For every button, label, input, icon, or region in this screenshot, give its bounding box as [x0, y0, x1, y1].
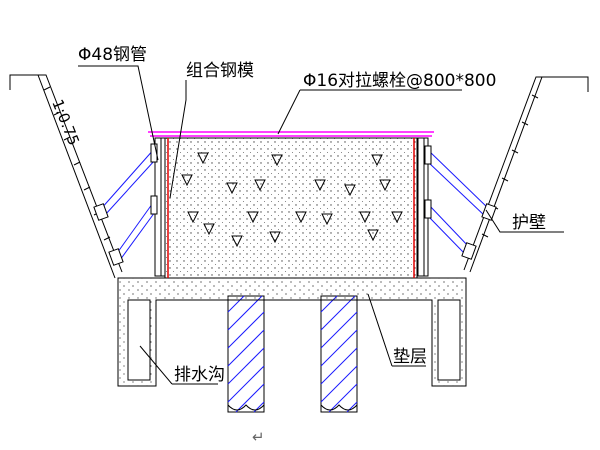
right-braces: [427, 149, 491, 255]
concrete-body: [164, 137, 418, 279]
pile-left: [227, 295, 265, 413]
left-brace-pads: [93, 143, 158, 266]
leader-lines: [78, 65, 564, 385]
drainage-ditch-right: [437, 299, 461, 381]
paragraph-mark: ↵: [252, 428, 265, 446]
concrete-aggregate: [181, 152, 403, 248]
left-braces: [99, 147, 156, 261]
retaining-wall-label: 护壁: [512, 213, 546, 233]
drainage-ditch-left: [127, 299, 151, 381]
left-slope-hatch: [43, 86, 111, 241]
right-slope: [463, 76, 589, 273]
steel-pipe-label: Φ48钢管: [78, 45, 147, 65]
steel-formwork-label: 组合钢模: [186, 61, 254, 81]
slope-ratio-label: 1:0.75: [48, 97, 83, 148]
tie-bolt-label: Φ16对拉螺栓@800*800: [303, 71, 496, 91]
tie-bolt: [148, 131, 434, 137]
drainage-ditch-label: 排水沟: [174, 365, 225, 385]
pile-right: [320, 295, 358, 413]
steel-formwork: [167, 138, 415, 278]
right-brace-pads: [424, 145, 497, 260]
cushion-layer: [117, 277, 467, 387]
cushion-layer-label: 垫层: [393, 347, 427, 367]
